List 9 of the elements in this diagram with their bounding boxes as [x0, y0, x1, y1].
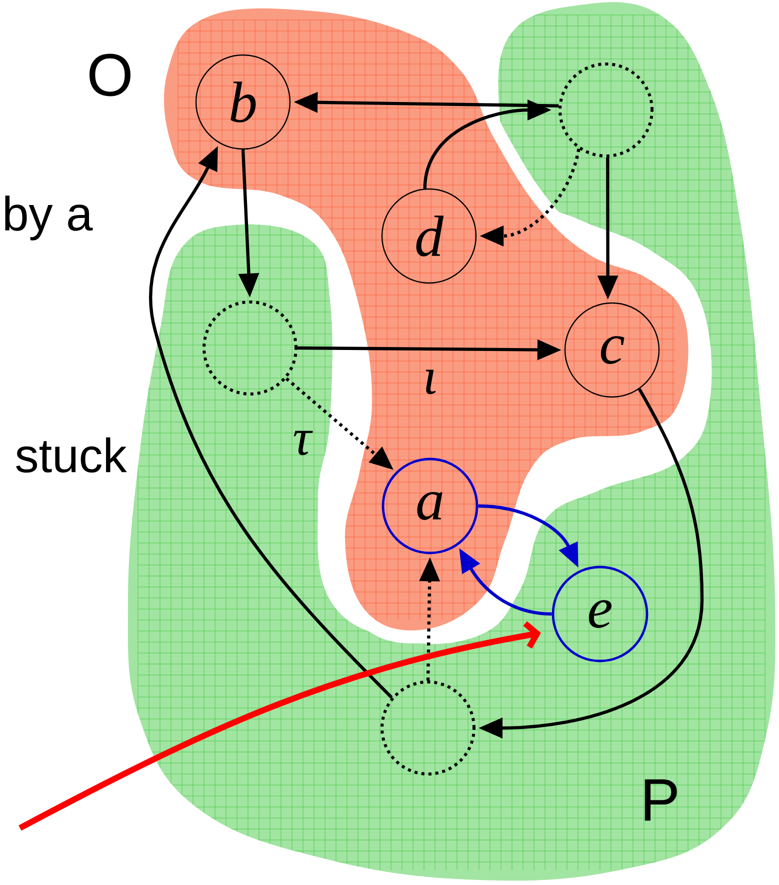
dotted-circle [202, 300, 298, 396]
side-text: stuck [16, 437, 127, 473]
edge-label: ι [426, 370, 436, 394]
node-label: O [90, 54, 130, 96]
edge-label: τ [294, 430, 313, 456]
side-text: by a [5, 196, 93, 240]
dotted-circle [558, 62, 654, 158]
dotted-circle [380, 680, 476, 776]
arrow [18, 621, 541, 831]
